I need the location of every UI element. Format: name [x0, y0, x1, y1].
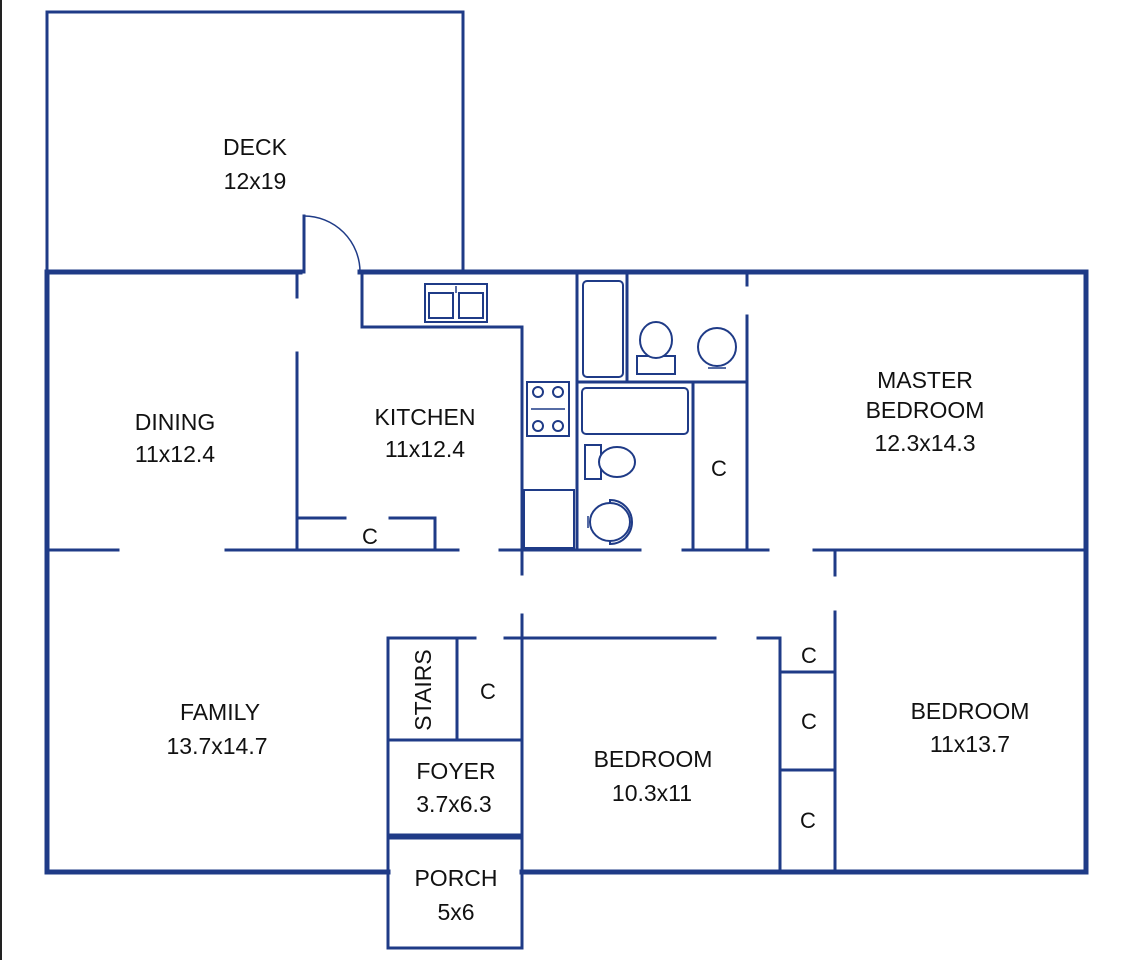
stairs-label: STAIRS: [410, 649, 436, 730]
refrigerator: [523, 489, 575, 549]
master-bathtub: [582, 280, 624, 378]
bedroom-right-label: BEDROOM: [911, 698, 1030, 724]
exterior-walls: [44, 269, 1089, 875]
porch-outline: [386, 836, 524, 950]
deck-label: DECK: [223, 134, 288, 160]
master-toilet: [636, 321, 676, 375]
closet-label: C: [480, 679, 496, 704]
lower-interior-walls: [386, 548, 837, 874]
bedroom-center-label: BEDROOM: [594, 746, 713, 772]
hall-toilet: [584, 444, 636, 480]
kitchen-label: KITCHEN: [375, 404, 476, 430]
master-sink: [697, 327, 737, 369]
upper-interior-walls: [45, 270, 1088, 552]
kitchen-sink: [424, 283, 488, 323]
stove: [526, 381, 570, 437]
porch-label: PORCH: [414, 865, 497, 891]
closet-label: C: [800, 808, 816, 833]
dining-label: DINING: [135, 409, 216, 435]
master-bedroom-size: 12.3x14.3: [874, 430, 975, 456]
closet-label: C: [362, 524, 378, 549]
kitchen-size: 11x12.4: [385, 436, 465, 462]
closet-label: C: [711, 456, 727, 481]
master-bedroom-label-1: MASTER: [877, 367, 973, 393]
foyer-size: 3.7x6.3: [416, 791, 491, 817]
deck-size: 12x19: [224, 168, 287, 194]
bedroom-right-size: 11x13.7: [930, 731, 1010, 757]
master-bedroom-label-2: BEDROOM: [866, 397, 985, 423]
deck-outline: [45, 10, 465, 274]
closet-label: C: [801, 643, 817, 668]
family-size: 13.7x14.7: [166, 733, 267, 759]
dining-size: 11x12.4: [135, 441, 215, 467]
bedroom-center-size: 10.3x11: [612, 780, 692, 806]
closet-label: C: [801, 709, 817, 734]
foyer-label: FOYER: [416, 758, 495, 784]
hall-sink: [587, 498, 633, 546]
deck-door[interactable]: [302, 214, 361, 274]
hall-bathtub: [581, 387, 689, 435]
family-label: FAMILY: [180, 699, 260, 725]
porch-size: 5x6: [437, 899, 474, 925]
